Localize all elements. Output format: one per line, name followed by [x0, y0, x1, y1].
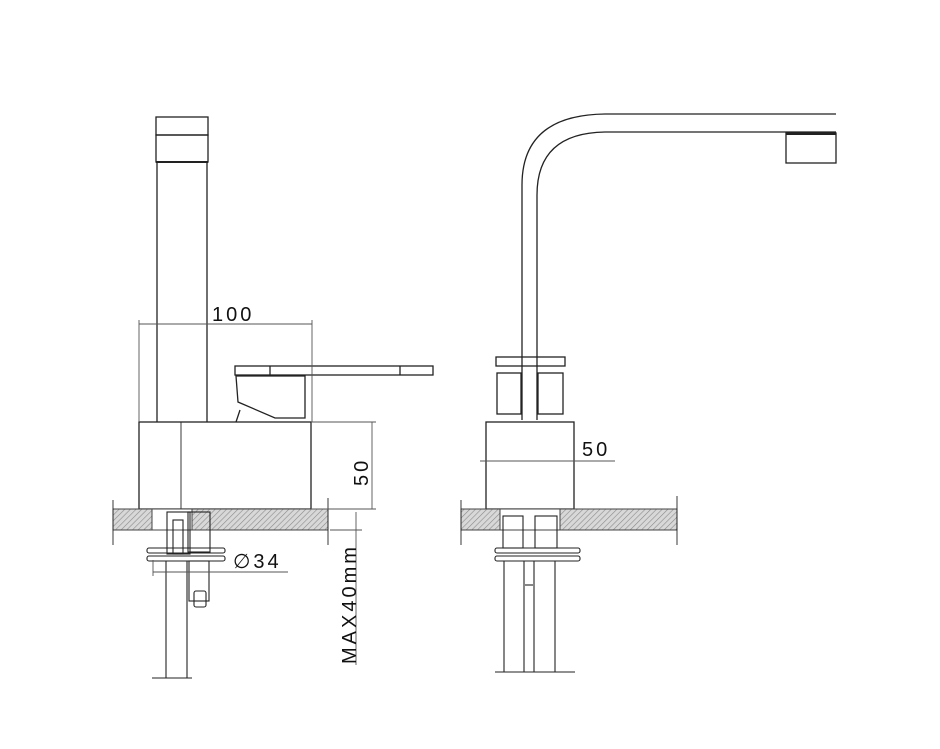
- curved-spout: [521, 113, 836, 420]
- dimension-100: [138, 320, 313, 422]
- front-view: [460, 113, 837, 673]
- countertop-left: [112, 508, 329, 531]
- dimension-50-left-label: 50: [351, 458, 373, 486]
- side-view: [112, 116, 434, 679]
- mixer-body-right: [485, 421, 575, 510]
- lever-handle: [234, 365, 434, 423]
- spout-column: [155, 116, 209, 422]
- collar: [495, 356, 566, 415]
- dimension-50-right-label: 50: [582, 439, 610, 461]
- dimension-diameter-label: ∅34: [233, 551, 282, 573]
- mixer-body: [138, 421, 312, 510]
- dimension-max40-label: MAX40mm: [339, 544, 361, 664]
- dimension-max40: [330, 512, 362, 665]
- dimension-50-left: [311, 421, 376, 510]
- mounting-hardware-right: [494, 515, 581, 673]
- countertop-right: [460, 508, 678, 531]
- mounting-hardware: [146, 511, 226, 679]
- dimension-diameter: [152, 560, 288, 576]
- dimension-100-label: 100: [212, 304, 254, 326]
